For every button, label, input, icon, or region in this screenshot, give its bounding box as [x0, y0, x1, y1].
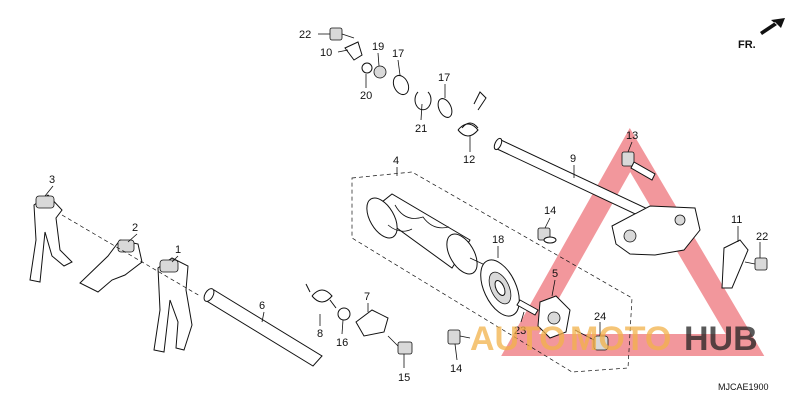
pin-23: [516, 299, 539, 316]
plate-11: [721, 239, 749, 289]
stopper-arm-7: [355, 309, 389, 337]
bolt-14-lower: [447, 329, 471, 345]
bolt-15: [387, 335, 413, 355]
callout-24: 24: [594, 311, 606, 323]
callout-6: 6: [259, 300, 265, 312]
watermark-part3: HUB: [684, 320, 758, 358]
shift-arm: [611, 205, 701, 256]
callout-12: 12: [463, 154, 475, 166]
circlip-21: [414, 91, 432, 111]
washer-17a: [392, 74, 410, 96]
callout-14-lower: 14: [450, 363, 462, 375]
callout-21: 21: [415, 123, 427, 135]
callout-labels: 3 2 1 6 4 5 7 8 9 10 11 12 13 14 14 15 1…: [49, 29, 768, 384]
shift-fork-2: [79, 239, 143, 293]
callout-20: 20: [360, 90, 372, 102]
callout-11: 11: [731, 214, 742, 226]
callout-8: 8: [317, 328, 323, 340]
plate-10: [344, 41, 363, 61]
callout-16: 16: [336, 337, 348, 349]
washer-17b: [437, 98, 453, 118]
bolt-22-top: [329, 27, 355, 41]
callout-14-upper: 14: [544, 205, 556, 217]
front-direction-label: FR.: [738, 39, 756, 51]
callout-17-lower: 17: [438, 72, 450, 84]
callout-22-upper: 22: [299, 29, 311, 41]
callout-4: 4: [393, 155, 399, 167]
watermark-text: AUTO MOTO HUB: [470, 320, 758, 358]
callout-19: 19: [372, 41, 384, 53]
callout-15: 15: [398, 372, 410, 384]
callout-22-right: 22: [756, 231, 768, 243]
shift-fork-1: [153, 257, 193, 353]
fork-shaft: [203, 288, 323, 367]
bolt-14-upper: [537, 227, 557, 244]
drum-center-cam: [537, 295, 571, 339]
callout-9: 9: [570, 153, 576, 165]
bolt-13: [621, 151, 656, 181]
shift-fork-3: [29, 194, 73, 283]
leader-lines: [44, 33, 761, 368]
spring-8: [305, 283, 337, 309]
spring-12: [457, 91, 487, 137]
callout-1: 1: [175, 244, 181, 256]
watermark-triangle: [501, 127, 765, 356]
diagram-code: MJCAE1900: [718, 382, 769, 392]
callout-13: 13: [626, 130, 638, 142]
washer-20: [361, 62, 373, 74]
callout-3: 3: [49, 174, 55, 186]
bolt-22-right: [744, 257, 768, 271]
callout-18: 18: [492, 234, 504, 246]
callout-10: 10: [320, 47, 332, 59]
watermark-part1: AUTO: [470, 320, 566, 358]
front-direction-arrow: FR.: [738, 18, 785, 51]
shift-drum: [366, 193, 501, 275]
callout-2: 2: [132, 222, 138, 234]
callout-7: 7: [364, 291, 370, 303]
callout-5: 5: [552, 268, 558, 280]
bearing-19: [373, 65, 387, 79]
bolt-24: [574, 329, 609, 351]
assembly-line-forks: [61, 214, 201, 297]
watermark-part2: MOTO: [570, 320, 671, 358]
callout-17-upper: 17: [392, 48, 404, 60]
callout-23: 23: [514, 325, 526, 337]
washer-16: [337, 307, 351, 321]
bearing-18: [480, 259, 520, 317]
